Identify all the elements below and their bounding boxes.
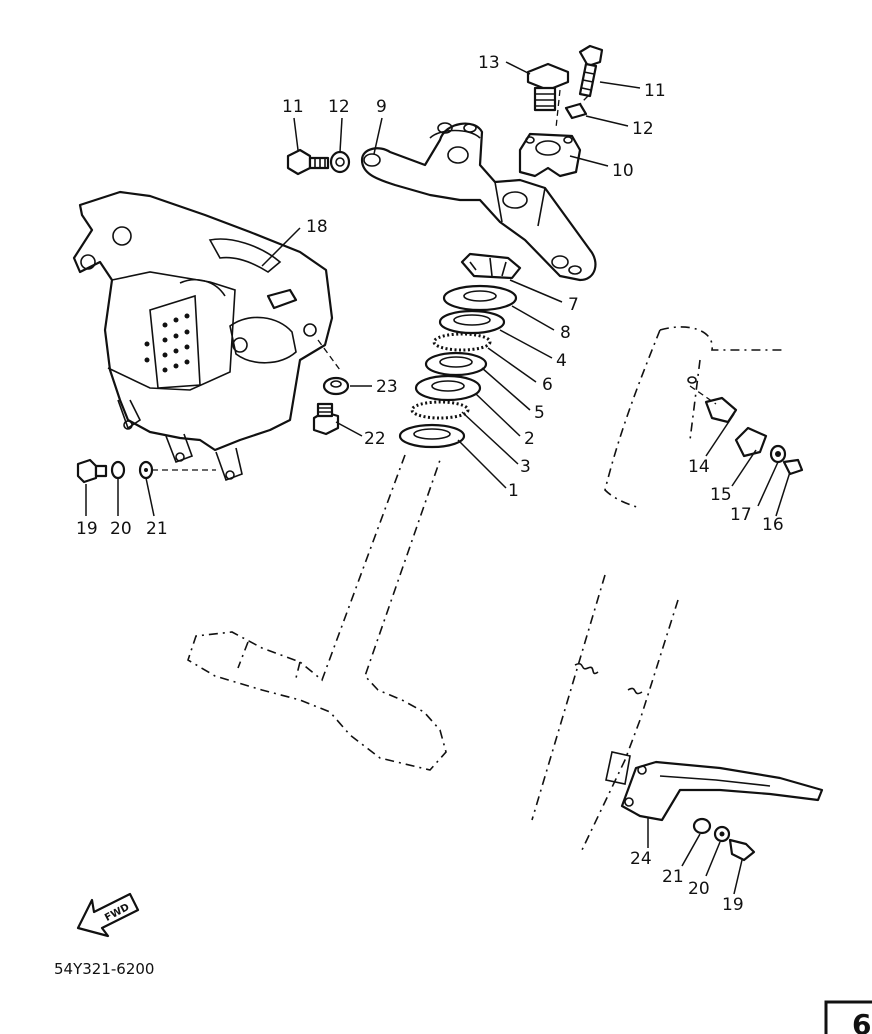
washer-8	[442, 284, 518, 312]
corner-page-mark: 6	[824, 1000, 872, 1034]
callout-20-left: 20	[110, 519, 132, 539]
screw-16	[782, 458, 804, 476]
nut-21-left	[138, 460, 154, 480]
leader-lines	[85, 61, 791, 895]
callout-10: 10	[612, 161, 634, 181]
callout-21-left: 21	[146, 519, 168, 539]
callout-7: 7	[568, 295, 579, 315]
washer-20-right	[713, 825, 731, 843]
callout-21-right: 21	[662, 867, 684, 887]
callout-12-right: 12	[632, 119, 654, 139]
race-2	[414, 374, 482, 402]
callout-5: 5	[534, 403, 545, 423]
callout-8: 8	[560, 323, 571, 343]
bolt-11-left	[286, 148, 330, 176]
corner-mark-text: 6	[852, 1008, 871, 1034]
callout-2: 2	[524, 429, 535, 449]
washer-12-upper	[564, 102, 588, 120]
ball-bearings-3	[410, 400, 470, 420]
part-code: 54Y321-6200	[54, 960, 154, 978]
guide-24	[620, 760, 824, 822]
callout-23: 23	[376, 377, 398, 397]
plate-15	[734, 426, 768, 458]
callout-14: 14	[688, 457, 710, 477]
callout-19-right: 19	[722, 895, 744, 915]
callout-6: 6	[542, 375, 553, 395]
callout-24: 24	[630, 849, 652, 869]
callout-22: 22	[364, 429, 386, 449]
fork-tube	[531, 326, 782, 851]
washer-20-left	[110, 460, 126, 480]
bracket-perforations	[144, 313, 190, 373]
callout-13: 13	[478, 53, 500, 73]
callout-3: 3	[520, 457, 531, 477]
bolt-22	[312, 402, 340, 436]
upper-bracket	[360, 122, 597, 282]
race-5	[424, 351, 488, 377]
callout-9: 9	[376, 97, 387, 117]
cover-4	[438, 309, 506, 335]
callout-labels: 13 11 11 12 9 12 10 18 7 8 4 6 5 23 2 22…	[76, 53, 784, 915]
pin-14	[687, 376, 738, 424]
callout-4: 4	[556, 351, 567, 371]
handlebar-holder	[518, 132, 582, 178]
callout-12-left: 12	[328, 97, 350, 117]
callout-15: 15	[710, 485, 732, 505]
callout-1: 1	[508, 481, 519, 501]
nut-21-right	[692, 817, 712, 835]
callout-11-right: 11	[644, 81, 666, 101]
bolt-13	[526, 62, 570, 112]
race-1	[398, 423, 466, 449]
forward-arrow-icon: FWD	[76, 892, 140, 938]
washer-12-left	[329, 150, 351, 174]
callout-17: 17	[730, 505, 752, 525]
callout-19-left: 19	[76, 519, 98, 539]
headlight-bracket	[72, 190, 334, 482]
screw-19-left	[76, 458, 108, 484]
ring-nut-7	[460, 252, 522, 280]
collar-23	[322, 376, 350, 396]
callout-11-upper: 11	[282, 97, 304, 117]
ball-bearings-6	[432, 332, 492, 352]
callout-18: 18	[306, 217, 328, 237]
bolt-11-upper	[578, 44, 604, 98]
callout-20-right: 20	[688, 879, 710, 899]
callout-16: 16	[762, 515, 784, 535]
steering-stem	[187, 454, 447, 771]
screw-19-right	[728, 838, 756, 862]
washer-17	[769, 444, 787, 464]
